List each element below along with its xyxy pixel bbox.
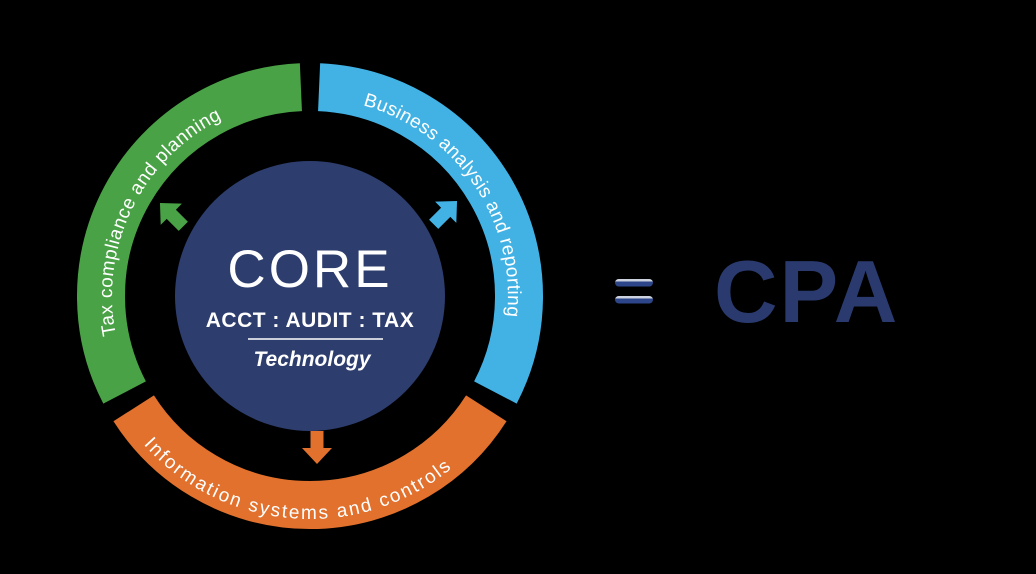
equals-sign: [615, 279, 653, 304]
arrow-northwest-icon: [159, 202, 188, 231]
arrow-northeast-icon: [429, 200, 458, 229]
segment-arc-tax-compliance: [77, 63, 303, 404]
core-subtitle: ACCT : AUDIT : TAX: [206, 309, 414, 332]
cpa-text: CPA: [714, 242, 899, 341]
core-title: CORE: [227, 240, 392, 299]
segment-arc-information-systems: [113, 395, 507, 529]
equals-bar-top: [615, 279, 653, 287]
segment-arc-business-analysis: [317, 63, 543, 404]
core-technology-label: Technology: [253, 348, 371, 371]
core-circle: [175, 161, 445, 431]
equals-bar-bottom: [615, 296, 653, 304]
arrow-down-icon: [302, 431, 332, 464]
